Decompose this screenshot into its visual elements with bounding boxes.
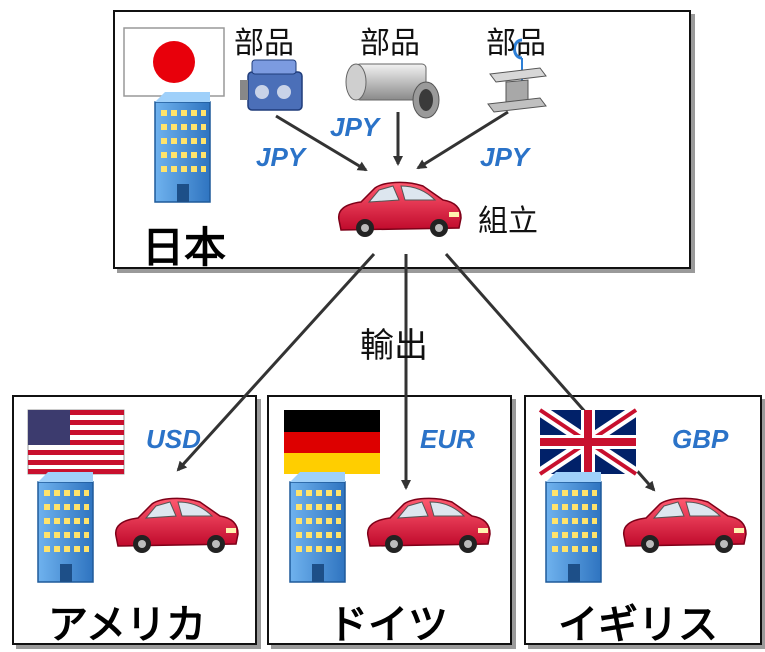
uk-flag-icon xyxy=(536,405,640,479)
uk-name: イギリス xyxy=(558,602,718,648)
uk-currency: GBP xyxy=(672,424,729,454)
engine-icon xyxy=(240,59,303,111)
export-label: 輸出 xyxy=(360,326,428,366)
part-label-1: 部品 xyxy=(234,26,294,61)
pipe-icon xyxy=(345,63,440,119)
part-currency-2: JPY xyxy=(330,112,380,142)
germany-car-icon xyxy=(366,497,491,554)
japan-building-icon xyxy=(154,91,211,203)
japan-flag-icon xyxy=(123,27,225,97)
usa-name: アメリカ xyxy=(48,602,206,648)
us-flag-icon xyxy=(27,409,125,475)
assembled-car-icon xyxy=(337,181,462,238)
part-currency-3: JPY xyxy=(480,142,530,172)
assembly-label: 組立 xyxy=(478,204,538,239)
japan-name: 日本 xyxy=(142,223,227,272)
germany-currency: EUR xyxy=(420,424,475,454)
germany-building-icon xyxy=(289,471,346,583)
steel-beam-icon xyxy=(487,38,547,113)
germany-name: ドイツ xyxy=(328,602,448,648)
uk-car-icon xyxy=(622,497,747,554)
germany-flag-icon xyxy=(284,410,380,474)
part-label-2: 部品 xyxy=(360,26,420,61)
part-currency-1: JPY xyxy=(256,142,306,172)
usa-building-icon xyxy=(37,471,94,583)
part-label-3: 部品 xyxy=(486,26,546,61)
uk-building-icon xyxy=(545,471,602,583)
usa-currency: USD xyxy=(146,424,201,454)
usa-car-icon xyxy=(114,497,239,554)
